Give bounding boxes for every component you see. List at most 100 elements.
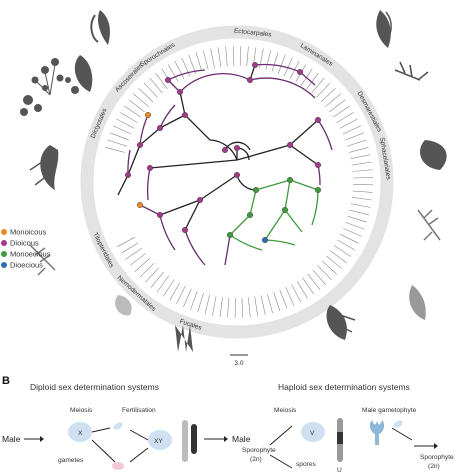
haploid-title: Haploid sex determination systems <box>278 382 410 392</box>
tree-node <box>287 141 294 148</box>
diploid-system: Diploid sex determination systems Male M… <box>2 382 251 470</box>
diploid-zygote <box>68 422 92 442</box>
legend-swatch <box>1 240 7 246</box>
scale-label: 3.0 <box>234 360 243 367</box>
fucus-silhouette-bottom-right <box>326 305 356 340</box>
tip-label-line <box>138 87 154 103</box>
tip-label-line <box>219 297 223 317</box>
tip-label-line <box>347 139 367 147</box>
haploid-spore-male <box>301 422 325 442</box>
haploid-male-gametophyte-label: Male gametophyte <box>362 407 417 414</box>
leafy-alga-left <box>29 145 59 190</box>
tip-label-line <box>195 52 203 72</box>
tip-label-line <box>333 245 351 257</box>
tip-label-line <box>271 52 279 72</box>
tip-label-line <box>321 260 338 275</box>
diploid-meiosis-label: Meiosis <box>70 407 93 414</box>
tree-node <box>315 116 322 123</box>
tip-labels <box>105 46 374 319</box>
legend-swatch <box>1 251 7 257</box>
haploid-sporophyte-in: Sporophyte <box>242 447 276 454</box>
tree-nodes <box>124 62 322 243</box>
diploid-x-label: X <box>78 430 83 437</box>
tip-label-line <box>336 112 354 123</box>
tip-label-line <box>312 269 327 286</box>
male-gametophyte-shape <box>369 420 385 445</box>
tip-label-line <box>325 93 341 108</box>
tip-label-line <box>333 105 350 118</box>
haploid-sporophyte-out-ploidy: (2n) <box>428 463 440 470</box>
tree-node <box>315 161 322 168</box>
tip-label-line <box>302 277 315 295</box>
wrack-alga-bottom-left <box>115 295 132 316</box>
chromosome-x <box>182 420 188 462</box>
tip-label-line <box>349 209 370 216</box>
phylogenetic-tree <box>117 63 333 266</box>
diploid-gamete <box>113 422 123 430</box>
tip-label-line <box>248 297 251 318</box>
tree-node <box>251 62 258 69</box>
branched-alga-right <box>394 61 429 81</box>
tree-node <box>124 171 131 178</box>
tip-label-line <box>317 265 332 281</box>
haploid-system: Haploid sex determination systems Meiosi… <box>242 382 454 474</box>
tip-label-line <box>279 289 288 309</box>
haploid-gamete <box>393 420 403 428</box>
tip-label-line <box>296 281 308 299</box>
tip-label-line <box>110 132 130 141</box>
legend-swatch <box>1 229 7 235</box>
tip-label-line <box>345 222 365 230</box>
diploid-xy-label: XY <box>154 438 163 445</box>
tip-label-line <box>277 54 286 74</box>
tip-label-line <box>150 271 164 288</box>
tip-label-line <box>350 203 371 208</box>
tip-label-line <box>352 169 373 172</box>
chromosome-band <box>337 432 343 444</box>
tree-node <box>287 176 294 183</box>
round-alga-left <box>20 95 42 116</box>
tip-label-line <box>285 287 295 306</box>
diploid-gametes-label: gametes <box>58 457 84 464</box>
tip-label-line <box>307 273 321 290</box>
tip-label-line <box>169 282 180 301</box>
order-label: Ectocarpales <box>234 28 273 39</box>
tip-label-line <box>351 161 372 166</box>
legend-label: Monoicous <box>10 228 47 237</box>
panel-b-letter: B <box>2 375 10 387</box>
tip-label-line <box>174 60 185 79</box>
chromosome-y <box>191 424 197 454</box>
branched-alga-left <box>31 58 64 96</box>
tree-node <box>196 196 203 203</box>
feathery-alga-right <box>417 209 441 241</box>
tip-label-line <box>145 267 160 283</box>
bushy-alga-left <box>65 55 93 94</box>
tip-label-line <box>210 48 215 69</box>
tree-node <box>246 211 253 218</box>
diploid-fertilisation-label: Fertilisation <box>122 407 156 414</box>
legend-label: Dioicous <box>10 239 39 248</box>
tree-node <box>246 76 253 83</box>
tip-label-line <box>320 87 336 103</box>
tip-label-line <box>107 139 127 147</box>
tree-node <box>262 236 269 243</box>
tip-label-line <box>311 77 325 94</box>
diploid-female-gamete <box>112 462 124 470</box>
tip-label-line <box>155 72 168 90</box>
tree-node <box>181 226 188 233</box>
tip-label-line <box>204 294 210 315</box>
tree-node <box>233 144 240 151</box>
tip-label-line <box>342 125 362 135</box>
order-label: Desmarestiales <box>356 90 384 133</box>
tip-label-line <box>129 253 146 266</box>
tip-label-line <box>352 190 373 193</box>
tip-label-line <box>217 47 222 68</box>
tip-label-line <box>125 247 142 260</box>
tip-label-line <box>352 177 373 179</box>
long-alga-right <box>409 285 426 320</box>
tree-node <box>164 76 171 83</box>
tree-node <box>297 68 304 75</box>
tree-node <box>176 88 183 95</box>
tip-label-line <box>329 99 346 113</box>
tree-node <box>146 164 153 171</box>
haploid-sporophyte-in-ploidy: (2n) <box>250 456 262 463</box>
